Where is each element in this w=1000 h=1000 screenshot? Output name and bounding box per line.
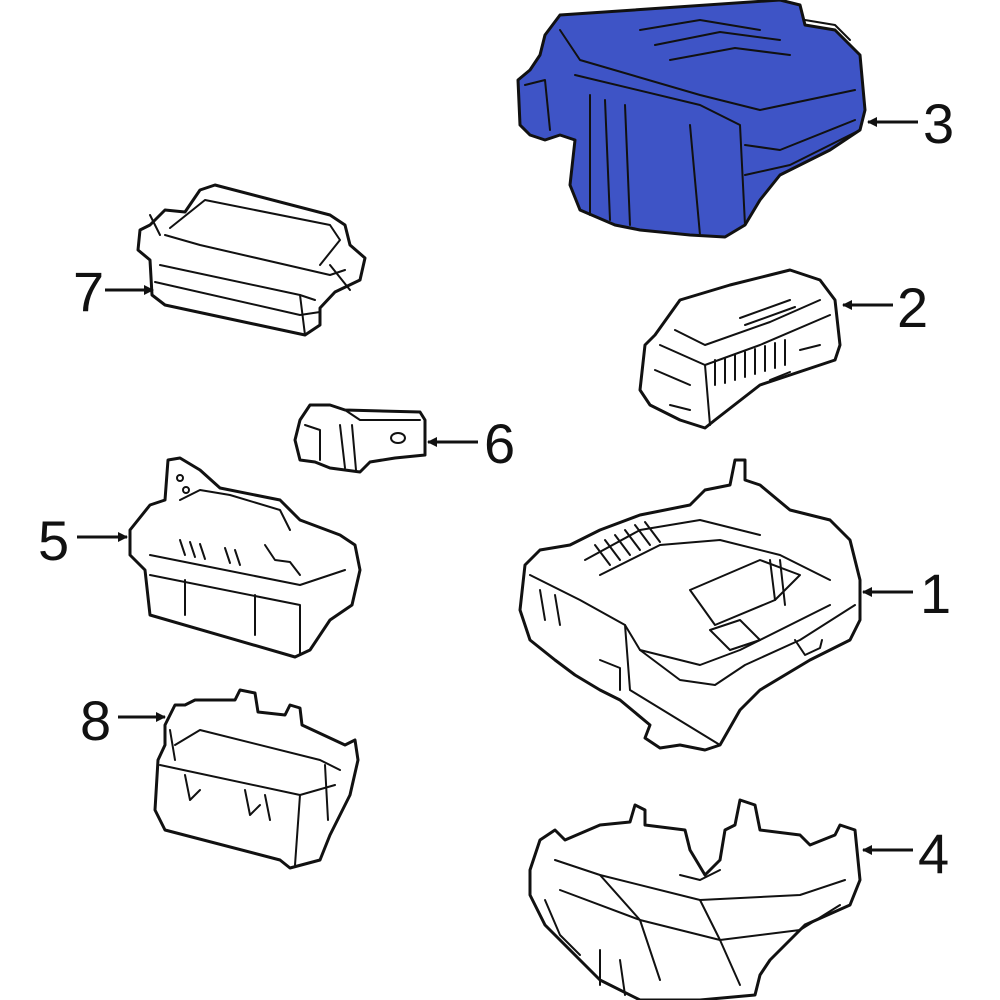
callout-4-label: 4 bbox=[918, 822, 949, 885]
part-2-relay-block[interactable] bbox=[638, 268, 842, 430]
part-1-fuse-box-housing[interactable] bbox=[518, 458, 862, 752]
callout-7-label: 7 bbox=[73, 260, 104, 323]
part-5-fuse-relay-block[interactable] bbox=[128, 456, 362, 659]
callout-5-label: 5 bbox=[38, 509, 69, 572]
callout-2-label: 2 bbox=[897, 276, 928, 339]
part-6-bracket[interactable] bbox=[293, 403, 427, 474]
part-3-fuse-box-cover[interactable] bbox=[516, 0, 867, 239]
callout-8-label: 8 bbox=[80, 689, 111, 752]
callout-1-label: 1 bbox=[920, 562, 951, 625]
part-7-auxiliary-fuse-box[interactable] bbox=[136, 183, 367, 337]
part-4-lower-bracket-tray[interactable] bbox=[528, 798, 862, 1000]
part-8-fuse-box-lower-cover[interactable] bbox=[153, 688, 360, 870]
callout-6-label: 6 bbox=[484, 412, 515, 475]
callout-3-label: 3 bbox=[923, 92, 954, 155]
